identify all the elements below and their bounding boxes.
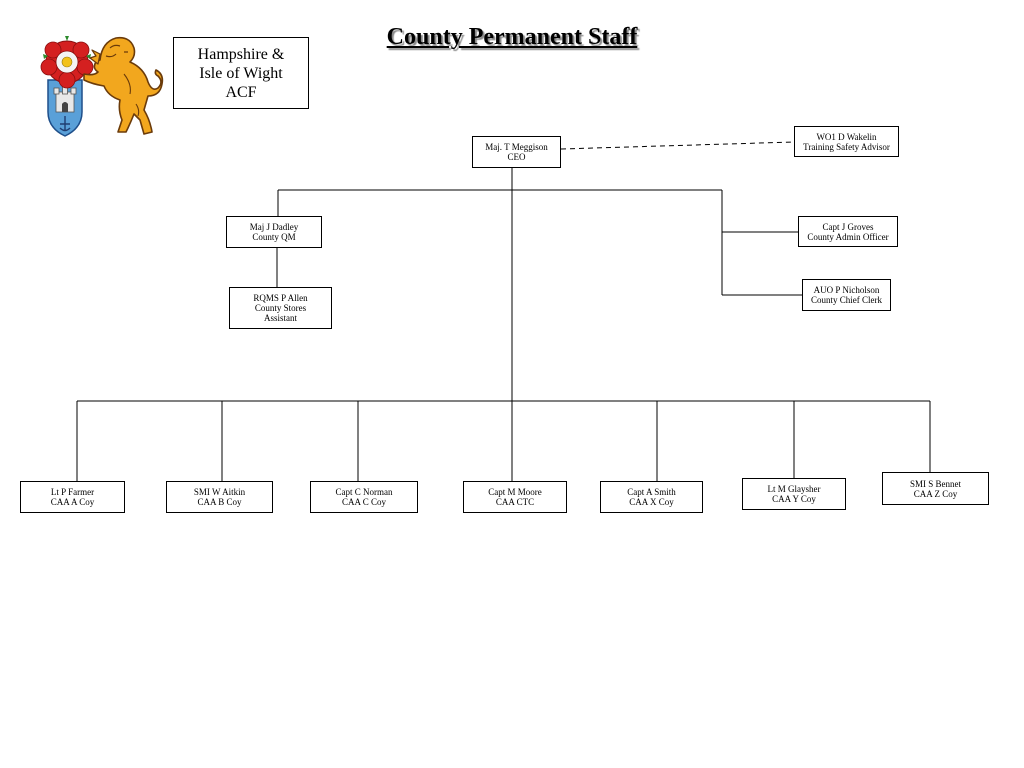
company-role: CAA B Coy — [197, 497, 242, 507]
company-officer-name: SMI W Aitkin — [193, 487, 246, 497]
admin-officer-box: Capt J Groves County Admin Officer — [798, 216, 898, 247]
organisation-name-box: Hampshire & Isle of Wight ACF — [173, 37, 309, 109]
qm-name: Maj J Dadley — [249, 222, 299, 232]
company-box-x: Capt A Smith CAA X Coy — [600, 481, 703, 513]
ceo-name: Maj. T Meggison — [485, 142, 548, 152]
chief-clerk-box: AUO P Nicholson County Chief Clerk — [802, 279, 891, 311]
company-role: CAA C Coy — [341, 497, 386, 507]
stores-role-line-2: Assistant — [263, 313, 297, 323]
company-officer-name: Capt M Moore — [488, 487, 542, 497]
company-officer-name: SMI S Bennet — [909, 478, 961, 489]
company-role: CAA X Coy — [629, 497, 674, 507]
company-role: CAA Z Coy — [913, 488, 958, 499]
company-box-c: Capt C Norman CAA C Coy — [310, 481, 418, 513]
stores-name: RQMS P Allen — [253, 293, 308, 303]
stores-role-line-1: County Stores — [254, 303, 307, 313]
company-officer-name: Lt P Farmer — [50, 487, 95, 497]
advisor-box: WO1 D Wakelin Training Safety Advisor — [794, 126, 899, 157]
chief-clerk-role: County Chief Clerk — [811, 295, 882, 305]
organisation-name-line-3: ACF — [225, 83, 257, 101]
company-role: CAA CTC — [495, 497, 535, 507]
advisor-name: WO1 D Wakelin — [816, 131, 877, 142]
hampshire-iow-crest-icon — [40, 36, 164, 137]
company-box-z: SMI S Bennet CAA Z Coy — [882, 472, 989, 505]
qm-box: Maj J Dadley County QM — [226, 216, 322, 248]
chief-clerk-name: AUO P Nicholson — [813, 285, 880, 295]
company-role: CAA A Coy — [50, 497, 95, 507]
company-box-ctc: Capt M Moore CAA CTC — [463, 481, 567, 513]
company-box-b: SMI W Aitkin CAA B Coy — [166, 481, 273, 513]
page-title: County Permanent Staff — [386, 24, 638, 50]
company-officer-name: Lt M Glaysher — [767, 484, 821, 494]
company-box-a: Lt P Farmer CAA A Coy — [20, 481, 125, 513]
qm-role: County QM — [252, 232, 296, 242]
organisation-name-line-2: Isle of Wight — [199, 64, 283, 82]
organisation-name-line-1: Hampshire & — [197, 45, 285, 63]
company-officer-name: Capt C Norman — [335, 487, 393, 497]
company-box-y: Lt M Glaysher CAA Y Coy — [742, 478, 846, 510]
advisor-role: Training Safety Advisor — [803, 141, 890, 152]
ceo-box: Maj. T Meggison CEO — [472, 136, 561, 168]
stores-box: RQMS P Allen County Stores Assistant — [229, 287, 332, 329]
company-officer-name: Capt A Smith — [627, 487, 676, 497]
admin-officer-name: Capt J Groves — [822, 221, 874, 232]
admin-officer-role: County Admin Officer — [807, 231, 889, 242]
ceo-role: CEO — [507, 152, 526, 162]
connector-ceo-advisor-dashed — [560, 141, 795, 150]
company-role: CAA Y Coy — [772, 494, 816, 504]
